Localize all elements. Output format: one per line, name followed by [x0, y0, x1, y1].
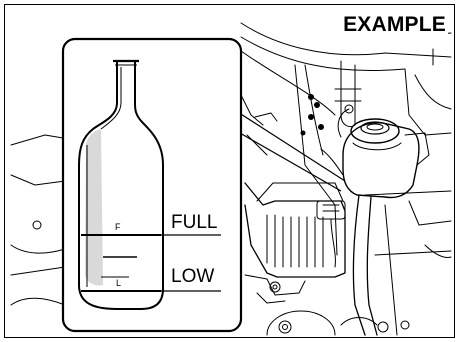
inset-pointer-lines [233, 109, 345, 191]
low-callout-label: LOW [171, 267, 214, 287]
engine-bay-illustration [5, 5, 455, 338]
example-label: EXAMPLE [341, 13, 448, 37]
full-callout-label: FULL [171, 213, 217, 233]
reservoir-mark-l: L [116, 278, 121, 288]
reservoir-mark-f: F [115, 222, 121, 232]
figure-frame: EXAMPLE F L FULL LOW [4, 4, 455, 338]
